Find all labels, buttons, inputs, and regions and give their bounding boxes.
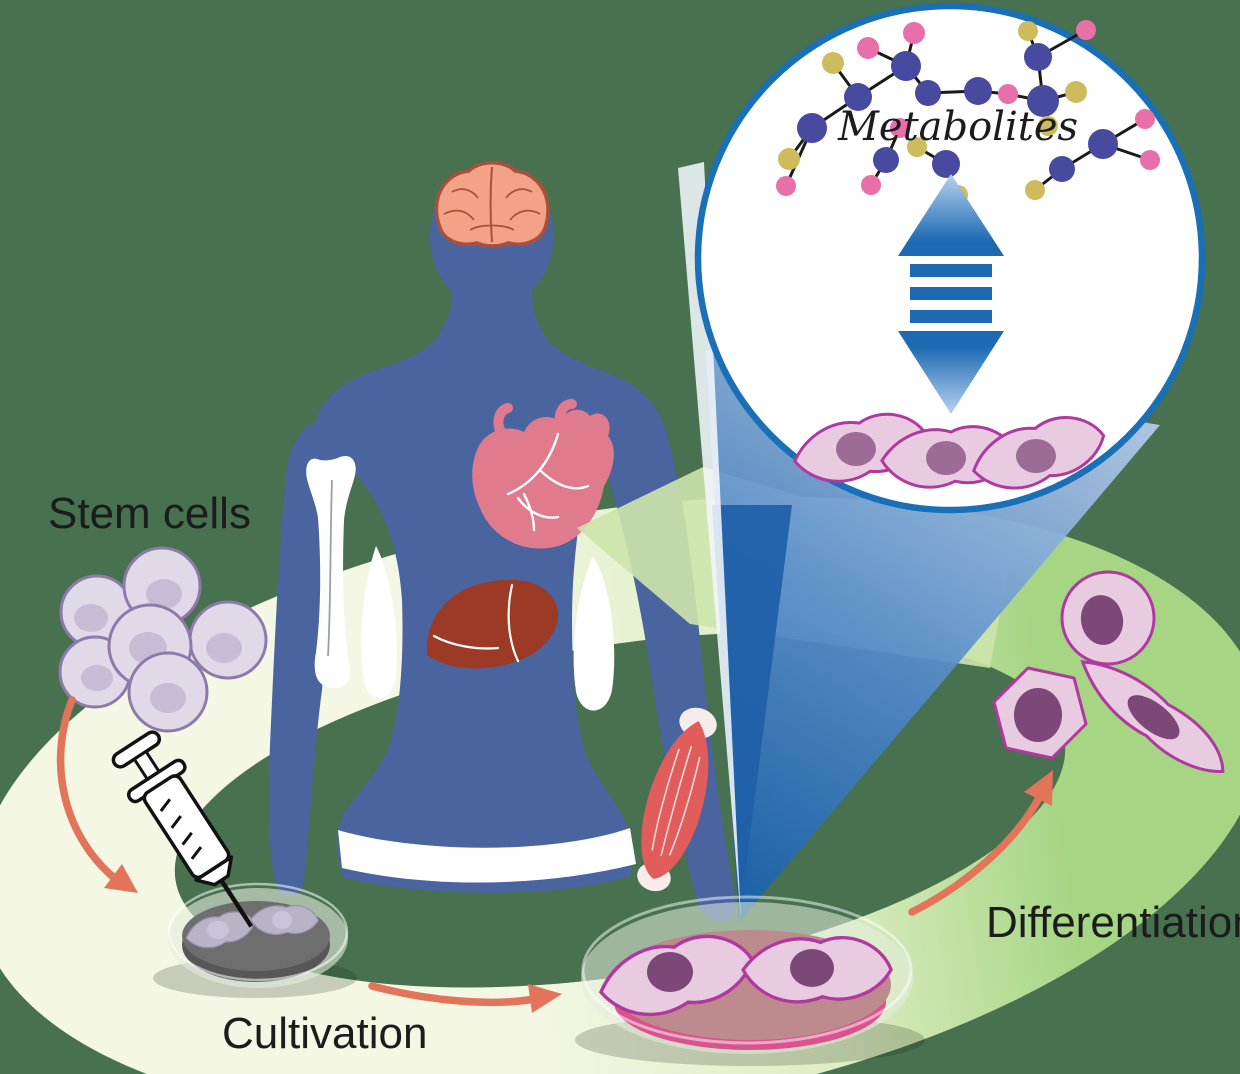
torso-head-silhouette [314, 166, 633, 893]
liver-icon [426, 579, 559, 669]
stem-cell-nucleus [81, 665, 113, 691]
molecule-node-yellow [1025, 180, 1045, 200]
molecule-node-pink [1076, 20, 1096, 40]
cone-highlight-wedge [678, 162, 741, 920]
hip-band [338, 828, 636, 883]
molecule-node-yellow [1018, 21, 1038, 41]
cultivation-label: Cultivation [222, 1009, 427, 1058]
exchange-arrow-icon [898, 174, 1004, 414]
dish-glass-highlight [581, 895, 913, 1045]
arrow-cultivation-to-dish [368, 982, 538, 1007]
spindle-cell [1080, 660, 1225, 773]
right-armpit-gap [573, 556, 615, 711]
metabolites-label: Metabolites [837, 104, 1078, 150]
molecule-node-indigo [932, 150, 960, 178]
molecule-node-pink [857, 37, 879, 59]
molecule-node-yellow [1038, 116, 1058, 136]
syringe-icon [111, 730, 254, 928]
heart-icon [472, 399, 614, 549]
molecule-node-pink [903, 22, 925, 44]
molecule-node-pink [861, 175, 881, 195]
stem-cell-cluster [58, 546, 268, 733]
molecule-node-indigo [1024, 43, 1052, 71]
muscle-icon [637, 707, 717, 892]
stem-cell-nucleus [146, 579, 182, 609]
arrow-dish-to-differentiation [908, 792, 1044, 916]
left-armpit-gap [361, 546, 398, 699]
dish-glass-highlight [167, 882, 349, 982]
molecule-node-yellow [778, 148, 800, 170]
stem-cell-nucleus [150, 683, 186, 713]
human-body [268, 161, 735, 922]
molecule-node-pink [1140, 150, 1160, 170]
molecule-node-pink [890, 118, 910, 138]
molecule-node-pink [1135, 109, 1155, 129]
molecule-node-yellow [822, 52, 844, 74]
differentiation-label: Differentiation [986, 898, 1240, 947]
molecule-node-indigo [891, 51, 921, 81]
molecule-node-pink [776, 176, 796, 196]
stem-cells-label: Stem cells [48, 489, 251, 538]
bone-icon [306, 455, 356, 689]
molecule-node-indigo [1027, 85, 1059, 117]
stem-cell-nucleus [74, 604, 108, 632]
differentiation-dish [575, 895, 925, 1066]
molecule-node-indigo [1049, 156, 1075, 182]
molecule-node-indigo [915, 80, 941, 106]
molecule-node-yellow [907, 137, 927, 157]
magnifier-circle: Metabolites [694, 2, 1206, 514]
molecule-node-indigo [1088, 129, 1118, 159]
molecule-node-indigo [964, 77, 992, 105]
molecule-node-indigo [844, 83, 872, 111]
metabolite-molecules [776, 20, 1160, 205]
stem-cell-nucleus [206, 633, 242, 663]
molecule-node-indigo [873, 147, 899, 173]
brain-icon [434, 161, 550, 248]
molecule-node-pink [998, 84, 1018, 104]
molecule-node-indigo [797, 113, 827, 143]
differentiated-cells [992, 570, 1225, 773]
arrow-stem-to-cultivation [56, 696, 116, 880]
cultivation-dish [153, 882, 357, 998]
molecule-node-yellow [1065, 81, 1087, 103]
magnified-cells [789, 408, 1112, 497]
cone-core-beam [712, 505, 792, 922]
cycle-arrows [56, 696, 1053, 1013]
